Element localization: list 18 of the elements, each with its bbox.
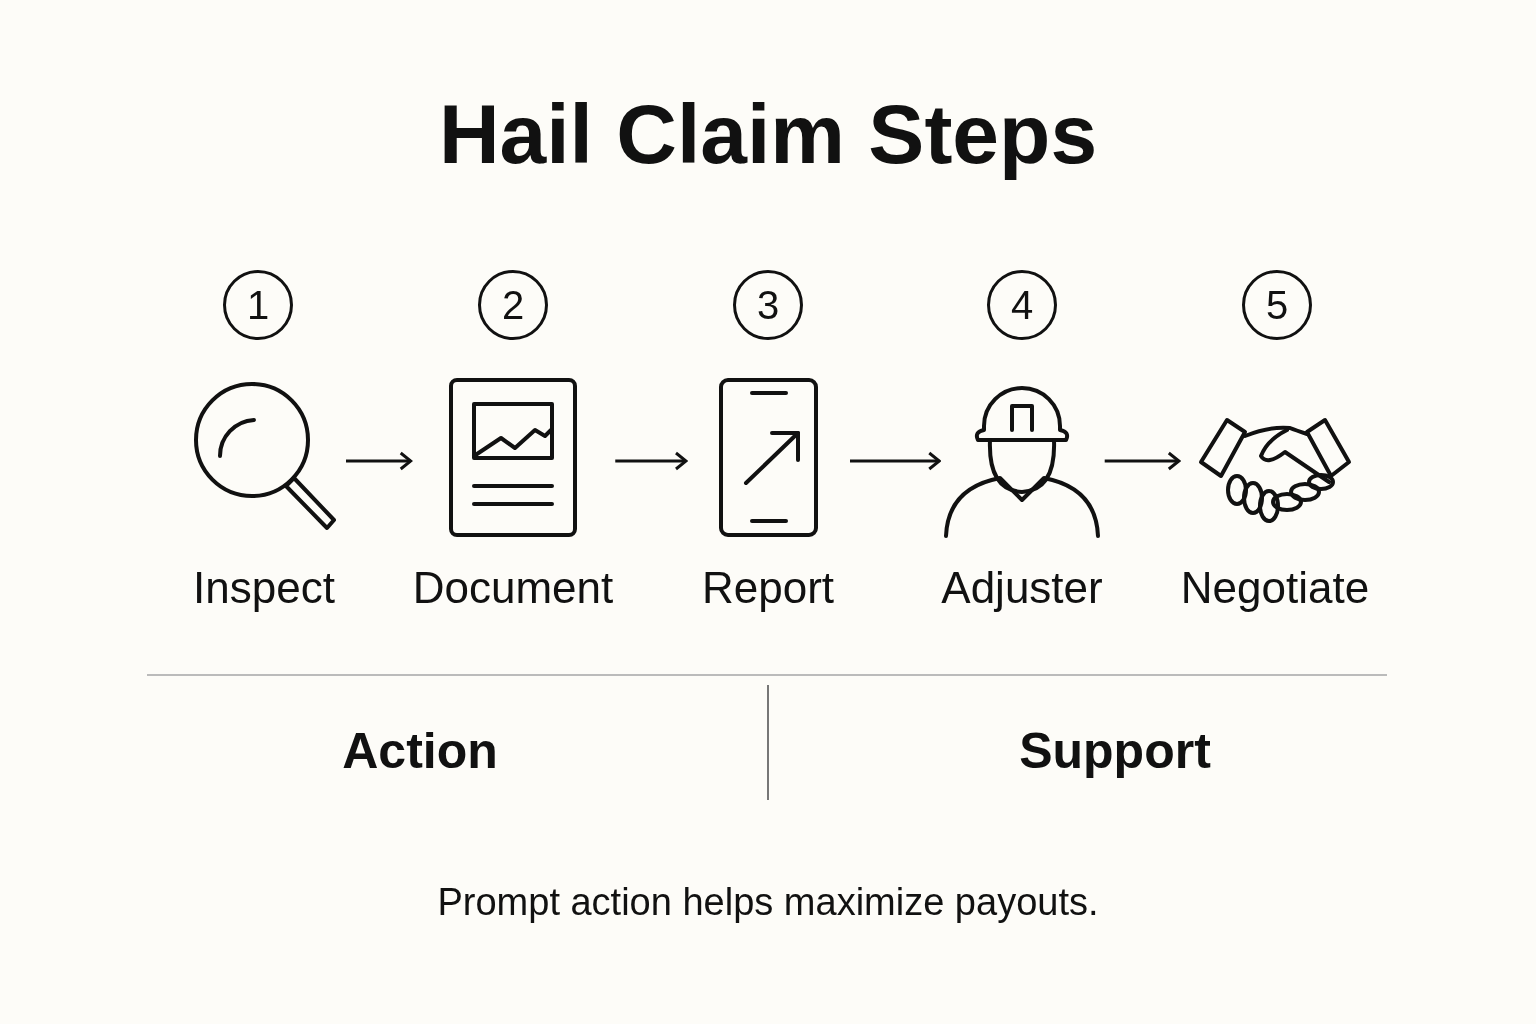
step-number: 4 [987, 270, 1057, 340]
section-heading: Action [342, 724, 498, 779]
arrow [1104, 451, 1181, 471]
step-number: 3 [733, 270, 803, 340]
caption: Prompt action helps maximize payouts. [437, 880, 1099, 925]
title: Hail Claim Steps [438, 88, 1098, 181]
step-label: Report [701, 564, 835, 613]
arrow [850, 451, 941, 471]
step-label: Inspect [193, 564, 335, 613]
step-number: 2 [478, 270, 548, 340]
step-label: Document [412, 564, 614, 613]
step-label: Negotiate [1180, 564, 1370, 613]
arrow [346, 451, 413, 471]
section-heading: Support [1019, 724, 1211, 779]
step-number: 1 [223, 270, 293, 340]
step-label: Adjuster [941, 564, 1103, 613]
step-number: 5 [1242, 270, 1312, 340]
arrow [615, 451, 688, 471]
